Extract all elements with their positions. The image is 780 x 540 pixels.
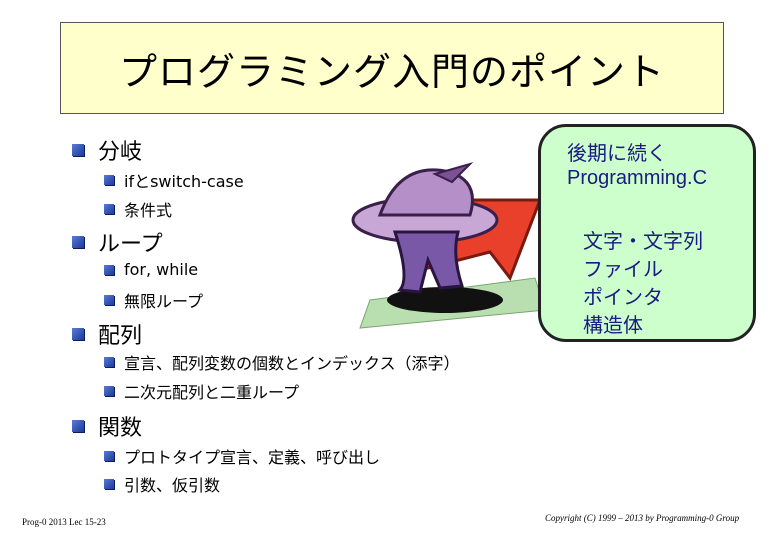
callout-heading: 後期に続く bbox=[567, 141, 667, 165]
outline-item-label: 関数 bbox=[98, 416, 143, 441]
bullet-square-icon bbox=[104, 479, 114, 489]
outline-item-function: 関数 bbox=[72, 410, 142, 442]
bullet-square-icon bbox=[104, 175, 114, 185]
callout-item: ファイル bbox=[583, 257, 663, 281]
outline-subitem: 宣言、配列変数の個数とインデックス（添字） bbox=[104, 350, 460, 374]
outline-subitem: 二次元配列と二重ループ bbox=[104, 379, 299, 403]
bullet-square-icon bbox=[104, 386, 114, 396]
hat-feather bbox=[432, 161, 474, 184]
outline-subitem: for, while bbox=[104, 260, 198, 279]
bullet-square-icon bbox=[104, 204, 114, 214]
outline-subitem-label: 条件式 bbox=[124, 201, 173, 220]
bullet-square-icon bbox=[104, 295, 114, 305]
slide-title: プログラミング入門のポイント bbox=[118, 49, 665, 94]
slide-title-box: プログラミング入門のポイント bbox=[60, 22, 724, 114]
bullet-square-icon bbox=[72, 328, 84, 340]
bullet-square-icon bbox=[72, 420, 84, 432]
outline-item-loop: ループ bbox=[72, 226, 163, 258]
next-course-callout: 後期に続く Programming.C 文字・文字列 ファイル ポインタ 構造体 bbox=[538, 124, 756, 342]
outline-subitem-label: ifとswitch-case bbox=[124, 172, 244, 191]
outline-item-label: 配列 bbox=[98, 324, 143, 349]
hole-shadow bbox=[387, 287, 503, 313]
bullet-square-icon bbox=[72, 236, 84, 248]
outline-item-label: ループ bbox=[98, 232, 163, 257]
outline-subitem-label: 二次元配列と二重ループ bbox=[124, 383, 300, 402]
outline-subitem: 条件式 bbox=[104, 197, 172, 221]
outline-item-branch: 分岐 bbox=[72, 134, 142, 166]
outline-subitem: 引数、仮引数 bbox=[104, 472, 220, 496]
callout-item: ポインタ bbox=[583, 285, 663, 309]
outline-subitem: ifとswitch-case bbox=[104, 168, 244, 192]
footer-copyright: Copyright (C) 1999 – 2013 by Programming… bbox=[545, 513, 740, 523]
outline-item-label: 分岐 bbox=[98, 140, 143, 165]
callout-course-name: Programming.C bbox=[567, 167, 708, 189]
outline-subitem-label: 無限ループ bbox=[124, 292, 204, 311]
outline-subitem: プロトタイプ宣言、定義、呼び出し bbox=[104, 444, 380, 468]
callout-item: 文字・文字列 bbox=[583, 229, 703, 253]
outline-item-array: 配列 bbox=[72, 318, 142, 350]
outline-subitem-label: 宣言、配列変数の個数とインデックス（添字） bbox=[124, 354, 460, 373]
bullet-square-icon bbox=[104, 264, 114, 275]
outline-subitem-label: プロトタイプ宣言、定義、呼び出し bbox=[124, 448, 381, 467]
bullet-square-icon bbox=[72, 144, 84, 156]
outline-subitem: 無限ループ bbox=[104, 288, 203, 312]
outline-subitem-label: for, while bbox=[124, 260, 199, 279]
footer-lecture-id: Prog-0 2013 Lec 15-23 bbox=[22, 517, 106, 527]
figure-body bbox=[392, 230, 465, 294]
clipart-illustration bbox=[351, 161, 546, 329]
bullet-square-icon bbox=[104, 451, 114, 461]
bullet-square-icon bbox=[104, 357, 114, 367]
outline-subitem-label: 引数、仮引数 bbox=[124, 476, 221, 495]
callout-item: 構造体 bbox=[583, 313, 643, 337]
